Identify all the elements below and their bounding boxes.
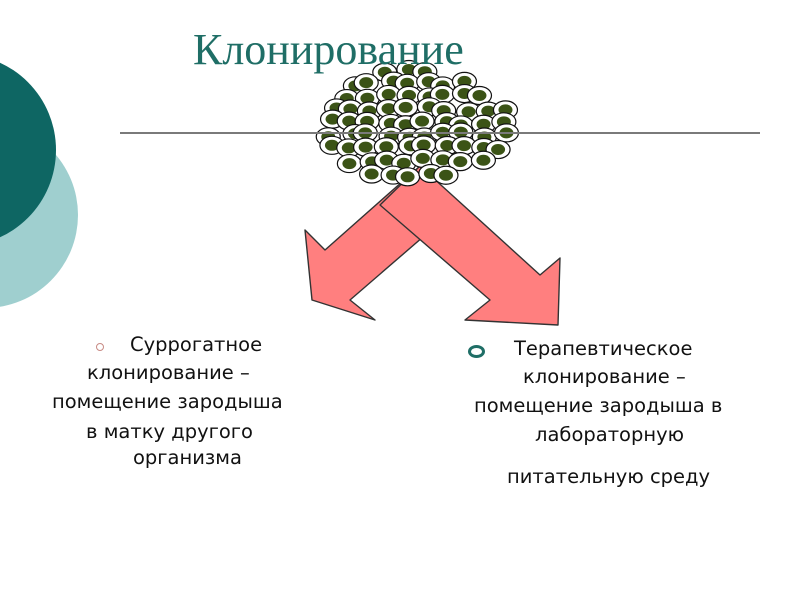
slide-title: Клонирование (193, 25, 464, 74)
embryo-cell-cluster-icon (315, 59, 520, 187)
right-item-line-1: Терапевтическое (514, 337, 693, 360)
arrow-down-right-icon (379, 165, 561, 326)
decor-circle-dark (0, 62, 56, 238)
right-item-line-5: питательную среду (507, 465, 711, 488)
right-item-line-3: помещение зародыша в (474, 394, 723, 417)
left-item-line-1: Суррогатное (130, 333, 263, 356)
title-divider (120, 132, 760, 134)
bullet-icon (468, 345, 485, 358)
left-item-line-2: клонирование – (87, 361, 250, 384)
right-item-line-4: лабораторную (535, 423, 685, 446)
bullet-icon (96, 343, 104, 351)
left-item-line-5: организма (133, 446, 242, 469)
right-item-line-2: клонирование – (523, 365, 686, 388)
left-item-line-4: в матку другого (86, 420, 253, 443)
left-item-line-3: помещение зародыша (52, 390, 283, 413)
